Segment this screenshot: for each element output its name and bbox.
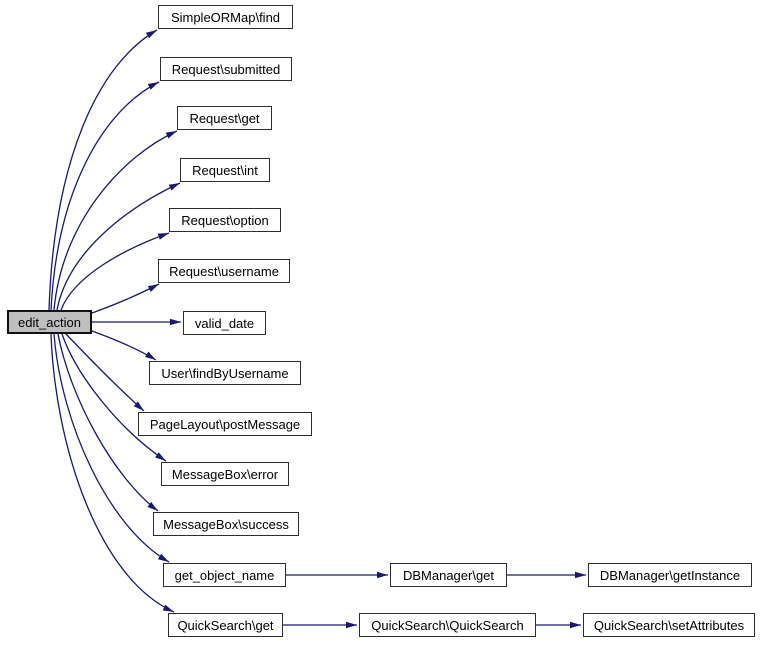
node-quicksearch-quicksearch[interactable]: QuickSearch\QuickSearch	[359, 613, 536, 637]
edge-editaction-to-simpleormap-find	[48, 29, 158, 311]
edge-editaction-to-request-username	[91, 283, 160, 314]
edge-editaction-to-get-object-name	[53, 333, 170, 563]
node-simpleormap-find[interactable]: SimpleORMap\find	[158, 5, 293, 29]
node-dbmanager-get[interactable]: DBManager\get	[390, 563, 507, 587]
node-quicksearch-get[interactable]: QuickSearch\get	[168, 613, 283, 637]
node-edit-action: edit_action	[7, 310, 92, 334]
node-get-object-name[interactable]: get_object_name	[163, 563, 286, 587]
node-request-option[interactable]: Request\option	[169, 208, 281, 232]
edge-editaction-to-request-get	[53, 130, 178, 311]
node-pagelayout-postmessage[interactable]: PageLayout\postMessage	[138, 412, 312, 436]
edge-editaction-to-request-option	[60, 232, 170, 311]
node-quicksearch-setattributes[interactable]: QuickSearch\setAttributes	[583, 613, 755, 637]
edge-editaction-to-messagebox-success	[57, 333, 159, 512]
node-user-findbyusername[interactable]: User\findByUsername	[149, 361, 301, 385]
edge-editaction-to-quicksearch-get	[50, 333, 175, 613]
node-request-int[interactable]: Request\int	[180, 158, 270, 182]
edge-editaction-to-user-findbyusername	[91, 330, 157, 361]
edge-editaction-to-request-int	[56, 182, 181, 311]
node-messagebox-error[interactable]: MessageBox\error	[161, 462, 289, 486]
node-valid-date[interactable]: valid_date	[183, 311, 266, 335]
edge-editaction-to-request-submitted	[50, 81, 160, 311]
node-messagebox-success[interactable]: MessageBox\success	[153, 512, 299, 536]
node-request-get[interactable]: Request\get	[177, 106, 272, 130]
node-request-username[interactable]: Request\username	[158, 259, 290, 283]
edge-editaction-to-messagebox-error	[61, 333, 167, 462]
node-dbmanager-getinstance[interactable]: DBManager\getInstance	[588, 563, 752, 587]
edge-editaction-to-pagelayout-postmessage	[65, 333, 145, 412]
node-request-submitted[interactable]: Request\submitted	[160, 57, 292, 81]
